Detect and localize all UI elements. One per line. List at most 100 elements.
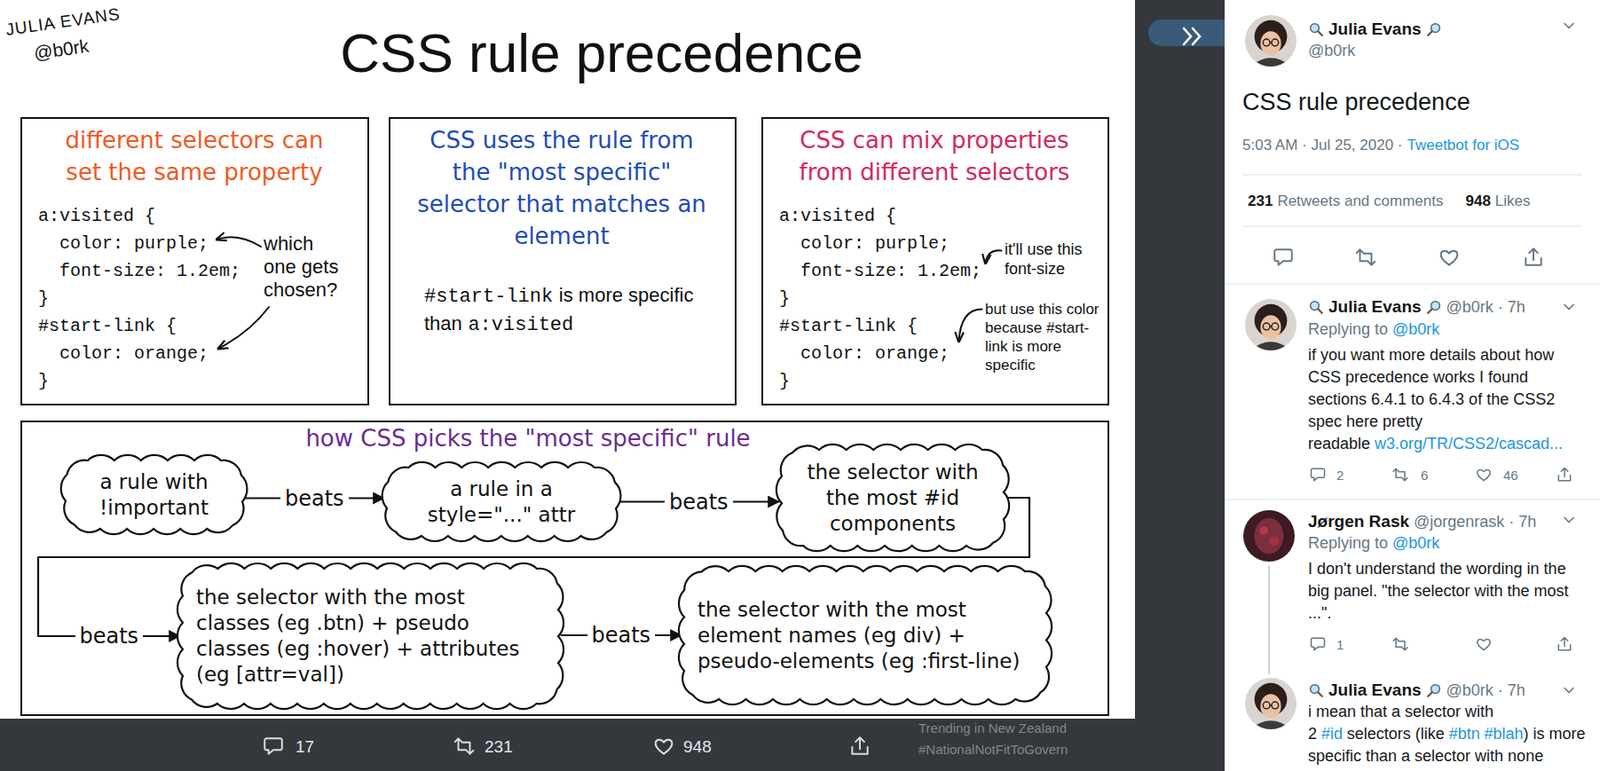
annotation: but use this color because #start-link i… bbox=[985, 299, 1105, 375]
label-text: the selector with the most element names… bbox=[697, 598, 1020, 673]
hashtag: #blah bbox=[1484, 725, 1524, 743]
code-text: color: orange; bbox=[800, 343, 950, 364]
code-line: color: orange; bbox=[779, 339, 950, 368]
count: 6 bbox=[1420, 465, 1428, 485]
user-name: Julia Evans bbox=[1328, 297, 1422, 317]
magnifier-icon bbox=[1427, 685, 1440, 697]
magnifier-icon bbox=[1426, 21, 1443, 38]
comment-count: 17 bbox=[295, 737, 315, 757]
label-text: a rule in a style="..." attr bbox=[427, 477, 576, 527]
code-text: font-size: 1.2em; bbox=[800, 260, 982, 282]
code-text: } bbox=[38, 288, 49, 309]
reply-to-row: Replying to @b0rk bbox=[1308, 534, 1440, 553]
edge-label: beats bbox=[280, 486, 349, 512]
leader-arrow bbox=[218, 307, 269, 349]
panel-heading: CSS can mix properties from different se… bbox=[783, 124, 1086, 189]
faded-text: #NationalNotFitToGovern bbox=[918, 741, 1068, 757]
code-line: #start-link { bbox=[779, 312, 918, 340]
label-text: it'll use this font-size bbox=[1004, 240, 1082, 278]
timestamp: 5:03 AM · Jul 25, 2020 · bbox=[1242, 136, 1403, 155]
reply-note: Replying to bbox=[1308, 320, 1388, 339]
bar-count: 17 bbox=[295, 736, 315, 758]
reply-count: 1 bbox=[1336, 637, 1344, 653]
tweet-row: CSS rule precedence bbox=[1242, 88, 1471, 117]
name-row: Jørgen Rask @jorgenrask · 7h bbox=[1308, 510, 1537, 534]
trending-tag: #NationalNotFitToGovern bbox=[918, 741, 1068, 757]
label-text: different selectors can set the same pro… bbox=[64, 126, 324, 186]
action-icons bbox=[1525, 248, 1541, 265]
code-line: } bbox=[38, 284, 49, 313]
action-icons bbox=[1274, 249, 1293, 265]
chevron-icon bbox=[1564, 23, 1574, 29]
stat-name: Retweets and comments bbox=[1276, 192, 1443, 211]
action-icons bbox=[1393, 638, 1408, 650]
like-count: 948 bbox=[683, 737, 712, 757]
user-name: Julia Evans bbox=[1328, 680, 1422, 701]
count: 1 bbox=[1336, 634, 1344, 655]
bar-count: 231 bbox=[484, 736, 513, 758]
magnifier-icon bbox=[1427, 301, 1440, 314]
code-line: #start-link { bbox=[38, 312, 177, 340]
edge-label: beats bbox=[75, 623, 144, 649]
magnifier-icon bbox=[1308, 21, 1325, 38]
label-text: CSS can mix properties from different se… bbox=[799, 126, 1071, 186]
diagram-title: CSS rule precedence bbox=[335, 21, 868, 86]
user-name: Jørgen Rask bbox=[1308, 512, 1410, 532]
code-line: color: purple; bbox=[38, 229, 209, 258]
code-text: } bbox=[779, 288, 790, 309]
stat-name: Likes bbox=[1495, 192, 1531, 211]
magnifier-icon bbox=[1426, 299, 1443, 316]
avatar bbox=[1243, 15, 1297, 730]
code-line: } bbox=[779, 367, 790, 395]
magnifier-icon bbox=[1310, 685, 1323, 697]
cloud-outline bbox=[61, 455, 248, 535]
chevron-icon bbox=[1564, 518, 1574, 523]
user-handle: @b0rk bbox=[1308, 41, 1356, 61]
code-text: a:visited { bbox=[779, 205, 897, 227]
hashtag: #id bbox=[1321, 725, 1343, 743]
leader-arrow bbox=[216, 236, 261, 247]
magnifier-icon bbox=[1426, 682, 1443, 699]
bottom-bar-icons bbox=[264, 737, 867, 754]
code-text: } bbox=[779, 370, 790, 392]
cloud-outline bbox=[776, 444, 1009, 552]
code-text: color: purple; bbox=[800, 233, 950, 254]
code-text: #start-link { bbox=[38, 315, 177, 337]
bar-count: 948 bbox=[683, 736, 712, 758]
reply-body: if you want more details about how CSS p… bbox=[1308, 344, 1579, 456]
cloud-outline bbox=[678, 566, 1052, 705]
panel-box: CSS uses the rule from the "most specifi… bbox=[388, 117, 737, 406]
action-icons bbox=[1477, 638, 1491, 650]
faded-text: Trending in New Zealand bbox=[918, 720, 1067, 736]
label-text: how CSS picks the "most specific" rule bbox=[305, 425, 750, 452]
leader-arrow bbox=[985, 250, 1002, 264]
code-line: font-size: 1.2em; bbox=[38, 257, 241, 285]
reply-count: 2 bbox=[1336, 467, 1344, 483]
code-line: color: orange; bbox=[38, 339, 209, 368]
cloud-text: the selector with the most element names… bbox=[697, 597, 1033, 675]
cloud-text: the selector with the most classes (eg .… bbox=[196, 584, 545, 688]
magnifier-icon bbox=[1310, 23, 1323, 36]
code-text: a:visited { bbox=[38, 205, 156, 227]
code-line: a:visited { bbox=[38, 202, 156, 230]
panel-box: CSS can mix properties from different se… bbox=[761, 117, 1110, 406]
chevron-icon bbox=[1564, 305, 1574, 310]
like-count: 46 bbox=[1503, 467, 1519, 483]
cloud-node: a rule with !important bbox=[63, 457, 245, 532]
cloud-node: the selector with the most classes (eg .… bbox=[180, 566, 561, 707]
panel-heading: CSS uses the rule from the "most specifi… bbox=[415, 124, 709, 253]
action-icons bbox=[1477, 469, 1491, 481]
code-text: #start-link { bbox=[779, 315, 918, 337]
label-text: CSS uses the rule from the "most specifi… bbox=[417, 126, 707, 250]
code-text: font-size: 1.2em; bbox=[59, 260, 241, 282]
cloud-node: the selector with the most element names… bbox=[681, 568, 1049, 702]
sidebar-panel bbox=[1224, 0, 1600, 771]
user-handle: @b0rk · 7h bbox=[1446, 681, 1526, 701]
stats-row: 231 Retweets and comments 948 Likes bbox=[1247, 192, 1531, 211]
panel-heading: how CSS picks the "most specific" rule bbox=[288, 422, 768, 455]
reply-body: i mean that a selector with 2#idselector… bbox=[1308, 701, 1593, 768]
user-handle: @b0rk · 7h bbox=[1446, 298, 1526, 317]
cloud-text: a rule in a style="..." attr bbox=[400, 476, 603, 529]
action-icons bbox=[1441, 251, 1459, 266]
hashtag: #btn bbox=[1449, 725, 1481, 743]
